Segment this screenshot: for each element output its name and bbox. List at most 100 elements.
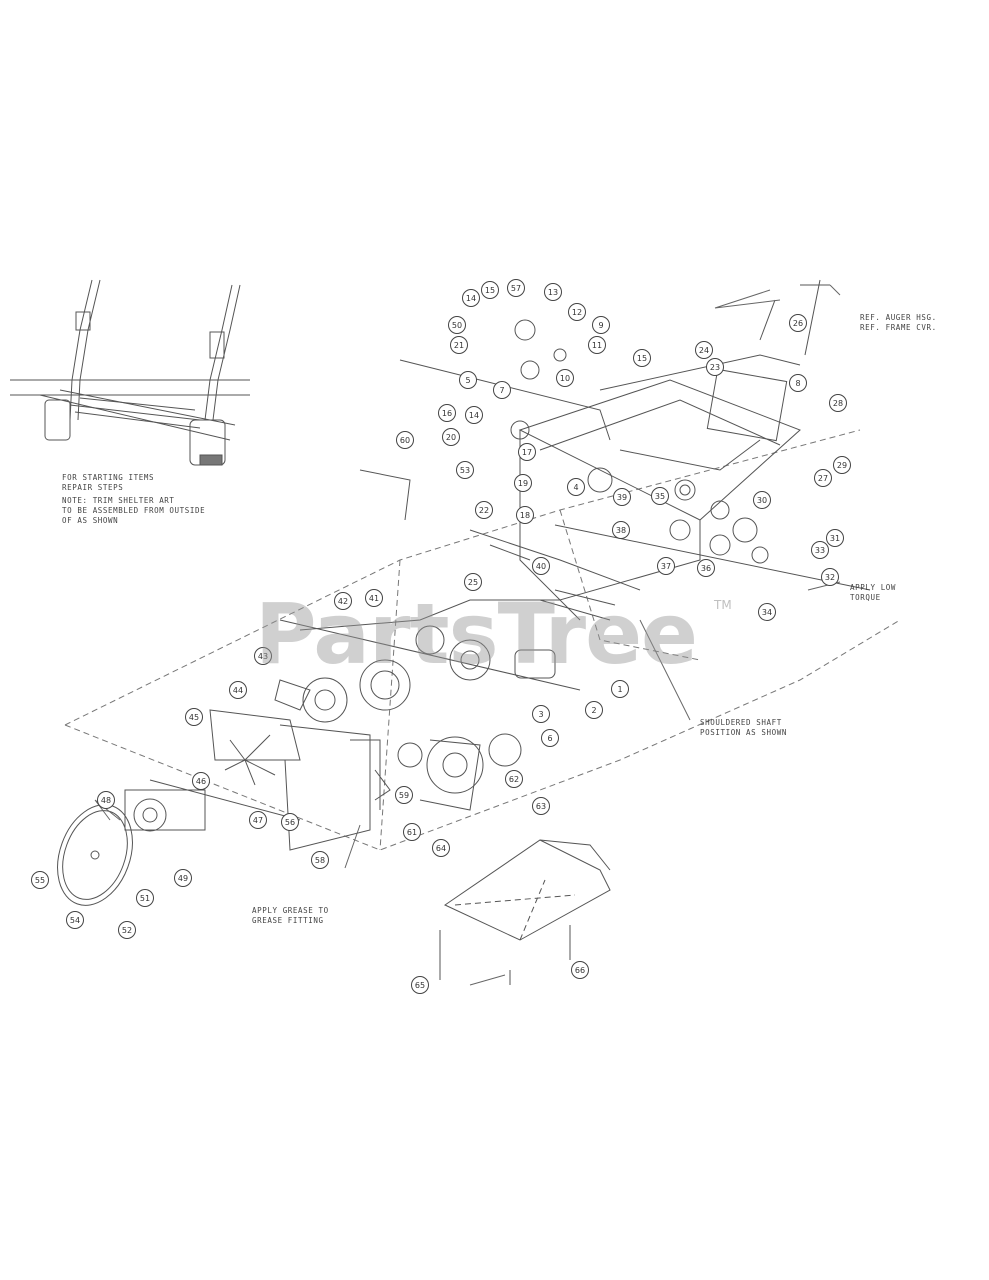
callout-c39: 37 xyxy=(657,557,675,575)
callout-label: 60 xyxy=(400,436,410,445)
callout-circle xyxy=(442,428,460,446)
callout-c53: 52 xyxy=(118,921,136,939)
callout-c64: 62 xyxy=(505,770,523,788)
callout-c57: 58 xyxy=(311,851,329,869)
callout-label: 34 xyxy=(762,608,772,617)
callout-circle xyxy=(493,381,511,399)
callout-circle xyxy=(833,456,851,474)
callout-c48: 46 xyxy=(192,772,210,790)
callout-c6: 9 xyxy=(592,316,610,334)
callout-label: 15 xyxy=(637,354,647,363)
chute-assembly xyxy=(439,839,611,985)
callout-c51: 49 xyxy=(174,869,192,887)
callout-circle xyxy=(706,358,724,376)
callout-label: 2 xyxy=(591,706,596,715)
callout-circle xyxy=(541,729,559,747)
callout-label: 62 xyxy=(509,775,519,784)
callout-circle xyxy=(532,797,550,815)
callout-c45: 43 xyxy=(254,647,272,665)
callout-label: 10 xyxy=(560,374,570,383)
callout-c50: 48 xyxy=(97,791,115,809)
callout-label: 33 xyxy=(815,546,825,555)
callout-circle xyxy=(174,869,192,887)
callout-c56: 56 xyxy=(281,813,299,831)
callout-circle xyxy=(136,889,154,907)
callout-circle xyxy=(651,487,669,505)
callout-c23: 19 xyxy=(514,474,532,492)
callout-circle xyxy=(311,851,329,869)
callout-c11: 5 xyxy=(459,371,477,389)
callout-label: 63 xyxy=(536,802,546,811)
callout-label: 56 xyxy=(285,818,295,827)
callout-label: 1 xyxy=(617,685,622,694)
callout-label: 26 xyxy=(793,319,803,328)
callout-label: 21 xyxy=(454,341,464,350)
callout-circle xyxy=(697,559,715,577)
callout-label: 9 xyxy=(598,321,603,330)
callout-c17: 60 xyxy=(396,431,414,449)
callout-circle xyxy=(411,976,429,994)
callout-circle xyxy=(481,281,499,299)
callout-label: 20 xyxy=(446,433,456,442)
callout-label: 54 xyxy=(70,916,80,925)
callout-label: 52 xyxy=(122,926,132,935)
callout-circle xyxy=(334,592,352,610)
callout-circle xyxy=(462,289,480,307)
callout-circle xyxy=(821,568,839,586)
callout-c10: 21 xyxy=(450,336,468,354)
callout-label: 61 xyxy=(407,828,417,837)
note-line: OF AS SHOWN xyxy=(62,516,119,525)
callout-label: 24 xyxy=(699,346,709,355)
callout-label: 37 xyxy=(661,562,671,571)
callout-circle xyxy=(544,283,562,301)
note-line: TO BE ASSEMBLED FROM OUTSIDE xyxy=(62,506,206,515)
callout-circle xyxy=(192,772,210,790)
callout-label: 19 xyxy=(518,479,528,488)
callout-label: 41 xyxy=(369,594,379,603)
callout-c13: 14 xyxy=(465,406,483,424)
callout-label: 8 xyxy=(795,379,800,388)
callout-c12: 7 xyxy=(493,381,511,399)
callout-circle xyxy=(588,336,606,354)
callout-c5: 12 xyxy=(568,303,586,321)
callout-circle xyxy=(657,557,675,575)
callout-label: 4 xyxy=(573,483,578,492)
callout-label: 22 xyxy=(479,506,489,515)
callout-c65: 63 xyxy=(532,797,550,815)
callout-circle xyxy=(97,791,115,809)
callout-circle xyxy=(753,491,771,509)
callout-circle xyxy=(514,474,532,492)
callout-circle xyxy=(695,341,713,359)
callout-c34: 33 xyxy=(811,541,829,559)
callout-c46: 44 xyxy=(229,681,247,699)
callout-label: 51 xyxy=(140,894,150,903)
callout-circle xyxy=(396,431,414,449)
callout-c55: 55 xyxy=(31,871,49,889)
callout-c66: 64 xyxy=(432,839,450,857)
callout-circle xyxy=(450,336,468,354)
callout-circle xyxy=(829,394,847,412)
note-ref-frame-right: REF. AUGER HSG. REF. FRAME CVR. xyxy=(860,313,937,333)
callout-c47: 45 xyxy=(185,708,203,726)
callout-c62: 1 xyxy=(611,680,629,698)
callout-c1: 14 xyxy=(462,289,480,307)
callout-c42: 40 xyxy=(532,557,550,575)
callout-c36: 34 xyxy=(758,603,776,621)
note-shaft: SHOULDERED SHAFT POSITION AS SHOWN xyxy=(700,718,787,738)
callout-label: 50 xyxy=(452,321,462,330)
callout-c18: 17 xyxy=(518,443,536,461)
note-line: REF. AUGER HSG. xyxy=(860,313,937,322)
callout-label: 42 xyxy=(338,597,348,606)
callout-circle xyxy=(789,314,807,332)
callout-circle xyxy=(613,488,631,506)
callout-circle xyxy=(518,443,536,461)
callout-circle xyxy=(456,461,474,479)
note-line: SHOULDERED SHAFT xyxy=(700,718,782,727)
callout-circle xyxy=(633,349,651,367)
left-detail-drawing xyxy=(10,279,250,466)
callout-c26: 23 xyxy=(706,358,724,376)
callout-circle xyxy=(516,506,534,524)
callout-c44: 42 xyxy=(334,592,352,610)
callout-circle xyxy=(556,369,574,387)
note-line: FOR STARTING ITEMS xyxy=(62,473,155,482)
